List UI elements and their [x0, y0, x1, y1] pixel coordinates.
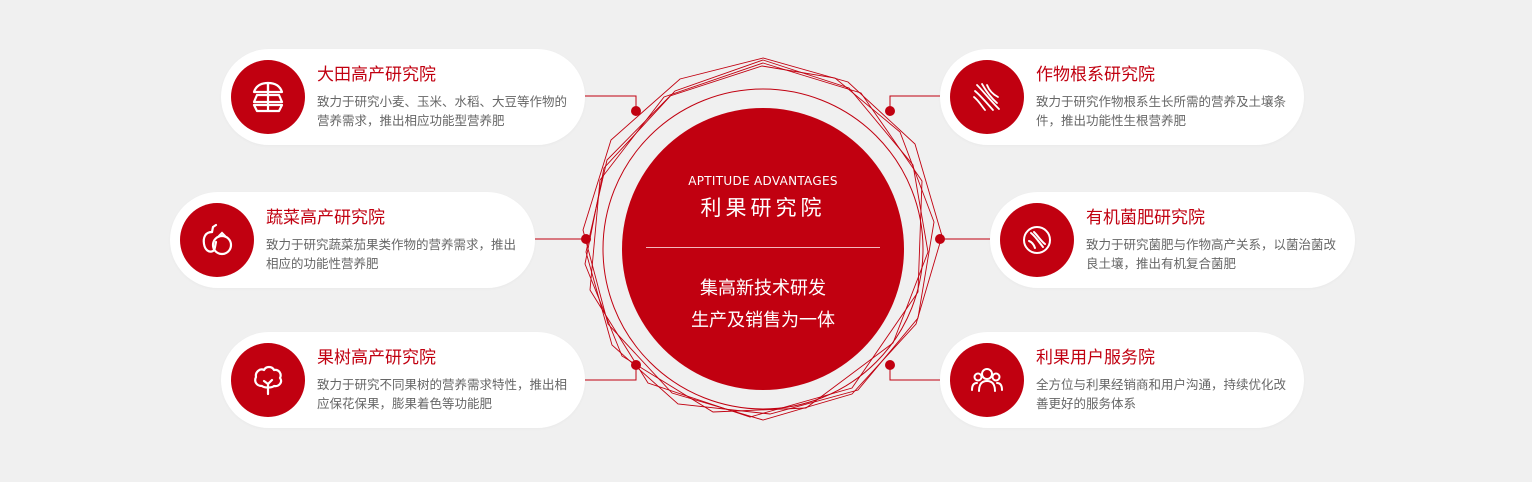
center-circle: APTITUDE ADVANTAGES 利果研究院 集高新技术研发 生产及销售为…	[622, 108, 904, 390]
institute-card-crop-roots[interactable]: 作物根系研究院 致力于研究作物根系生长所需的营养及土壤条件，推出功能性生根营养肥	[940, 49, 1304, 145]
root-icon	[950, 60, 1024, 134]
institute-title: 蔬菜高产研究院	[266, 208, 385, 228]
institute-desc: 致力于研究菌肥与作物高产关系，以菌治菌改良土壤，推出有机复合菌肥	[1086, 237, 1337, 271]
institute-desc: 全方位与利果经销商和用户沟通，持续优化改善更好的服务体系	[1036, 377, 1287, 411]
institute-card-fruit-trees[interactable]: 果树高产研究院 致力于研究不同果树的营养需求特性，推出相应保花保果，膨果着色等功…	[221, 332, 585, 428]
center-en-label: APTITUDE ADVANTAGES	[688, 174, 838, 188]
connector-dot	[631, 360, 641, 370]
institute-desc: 致力于研究小麦、玉米、水稻、大豆等作物的营养需求，推出相应功能型营养肥	[317, 94, 568, 128]
center-title: 利果研究院	[700, 196, 826, 220]
center-divider	[646, 247, 880, 248]
institute-title: 利果用户服务院	[1036, 348, 1155, 368]
institute-card-user-service[interactable]: 利果用户服务院 全方位与利果经销商和用户沟通，持续优化改善更好的服务体系	[940, 332, 1304, 428]
institute-card-vegetables[interactable]: 蔬菜高产研究院 致力于研究蔬菜茄果类作物的营养需求，推出相应的功能性营养肥	[170, 192, 535, 288]
institute-card-field-crops[interactable]: 大田高产研究院 致力于研究小麦、玉米、水稻、大豆等作物的营养需求，推出相应功能型…	[221, 49, 585, 145]
institute-title: 作物根系研究院	[1036, 65, 1155, 85]
institute-title: 大田高产研究院	[317, 65, 436, 85]
tree-icon	[231, 343, 305, 417]
institute-desc: 致力于研究作物根系生长所需的营养及土壤条件，推出功能性生根营养肥	[1036, 94, 1287, 128]
center-slogan-line1: 集高新技术研发	[700, 278, 826, 299]
crop-field-icon	[231, 60, 305, 134]
users-icon	[950, 343, 1024, 417]
connector-dot	[885, 360, 895, 370]
connector-dot	[581, 234, 591, 244]
connector-dot	[631, 106, 641, 116]
vegetable-icon	[180, 203, 254, 277]
institute-title: 有机菌肥研究院	[1086, 208, 1205, 228]
institute-desc: 致力于研究蔬菜茄果类作物的营养需求，推出相应的功能性营养肥	[266, 237, 517, 271]
connector-dot	[935, 234, 945, 244]
institute-desc: 致力于研究不同果树的营养需求特性，推出相应保花保果，膨果着色等功能肥	[317, 377, 568, 411]
connector-dot	[885, 106, 895, 116]
institute-title: 果树高产研究院	[317, 348, 436, 368]
microbe-icon	[1000, 203, 1074, 277]
center-slogan-line2: 生产及销售为一体	[691, 310, 835, 331]
institute-card-organic-fertilizer[interactable]: 有机菌肥研究院 致力于研究菌肥与作物高产关系，以菌治菌改良土壤，推出有机复合菌肥	[990, 192, 1355, 288]
